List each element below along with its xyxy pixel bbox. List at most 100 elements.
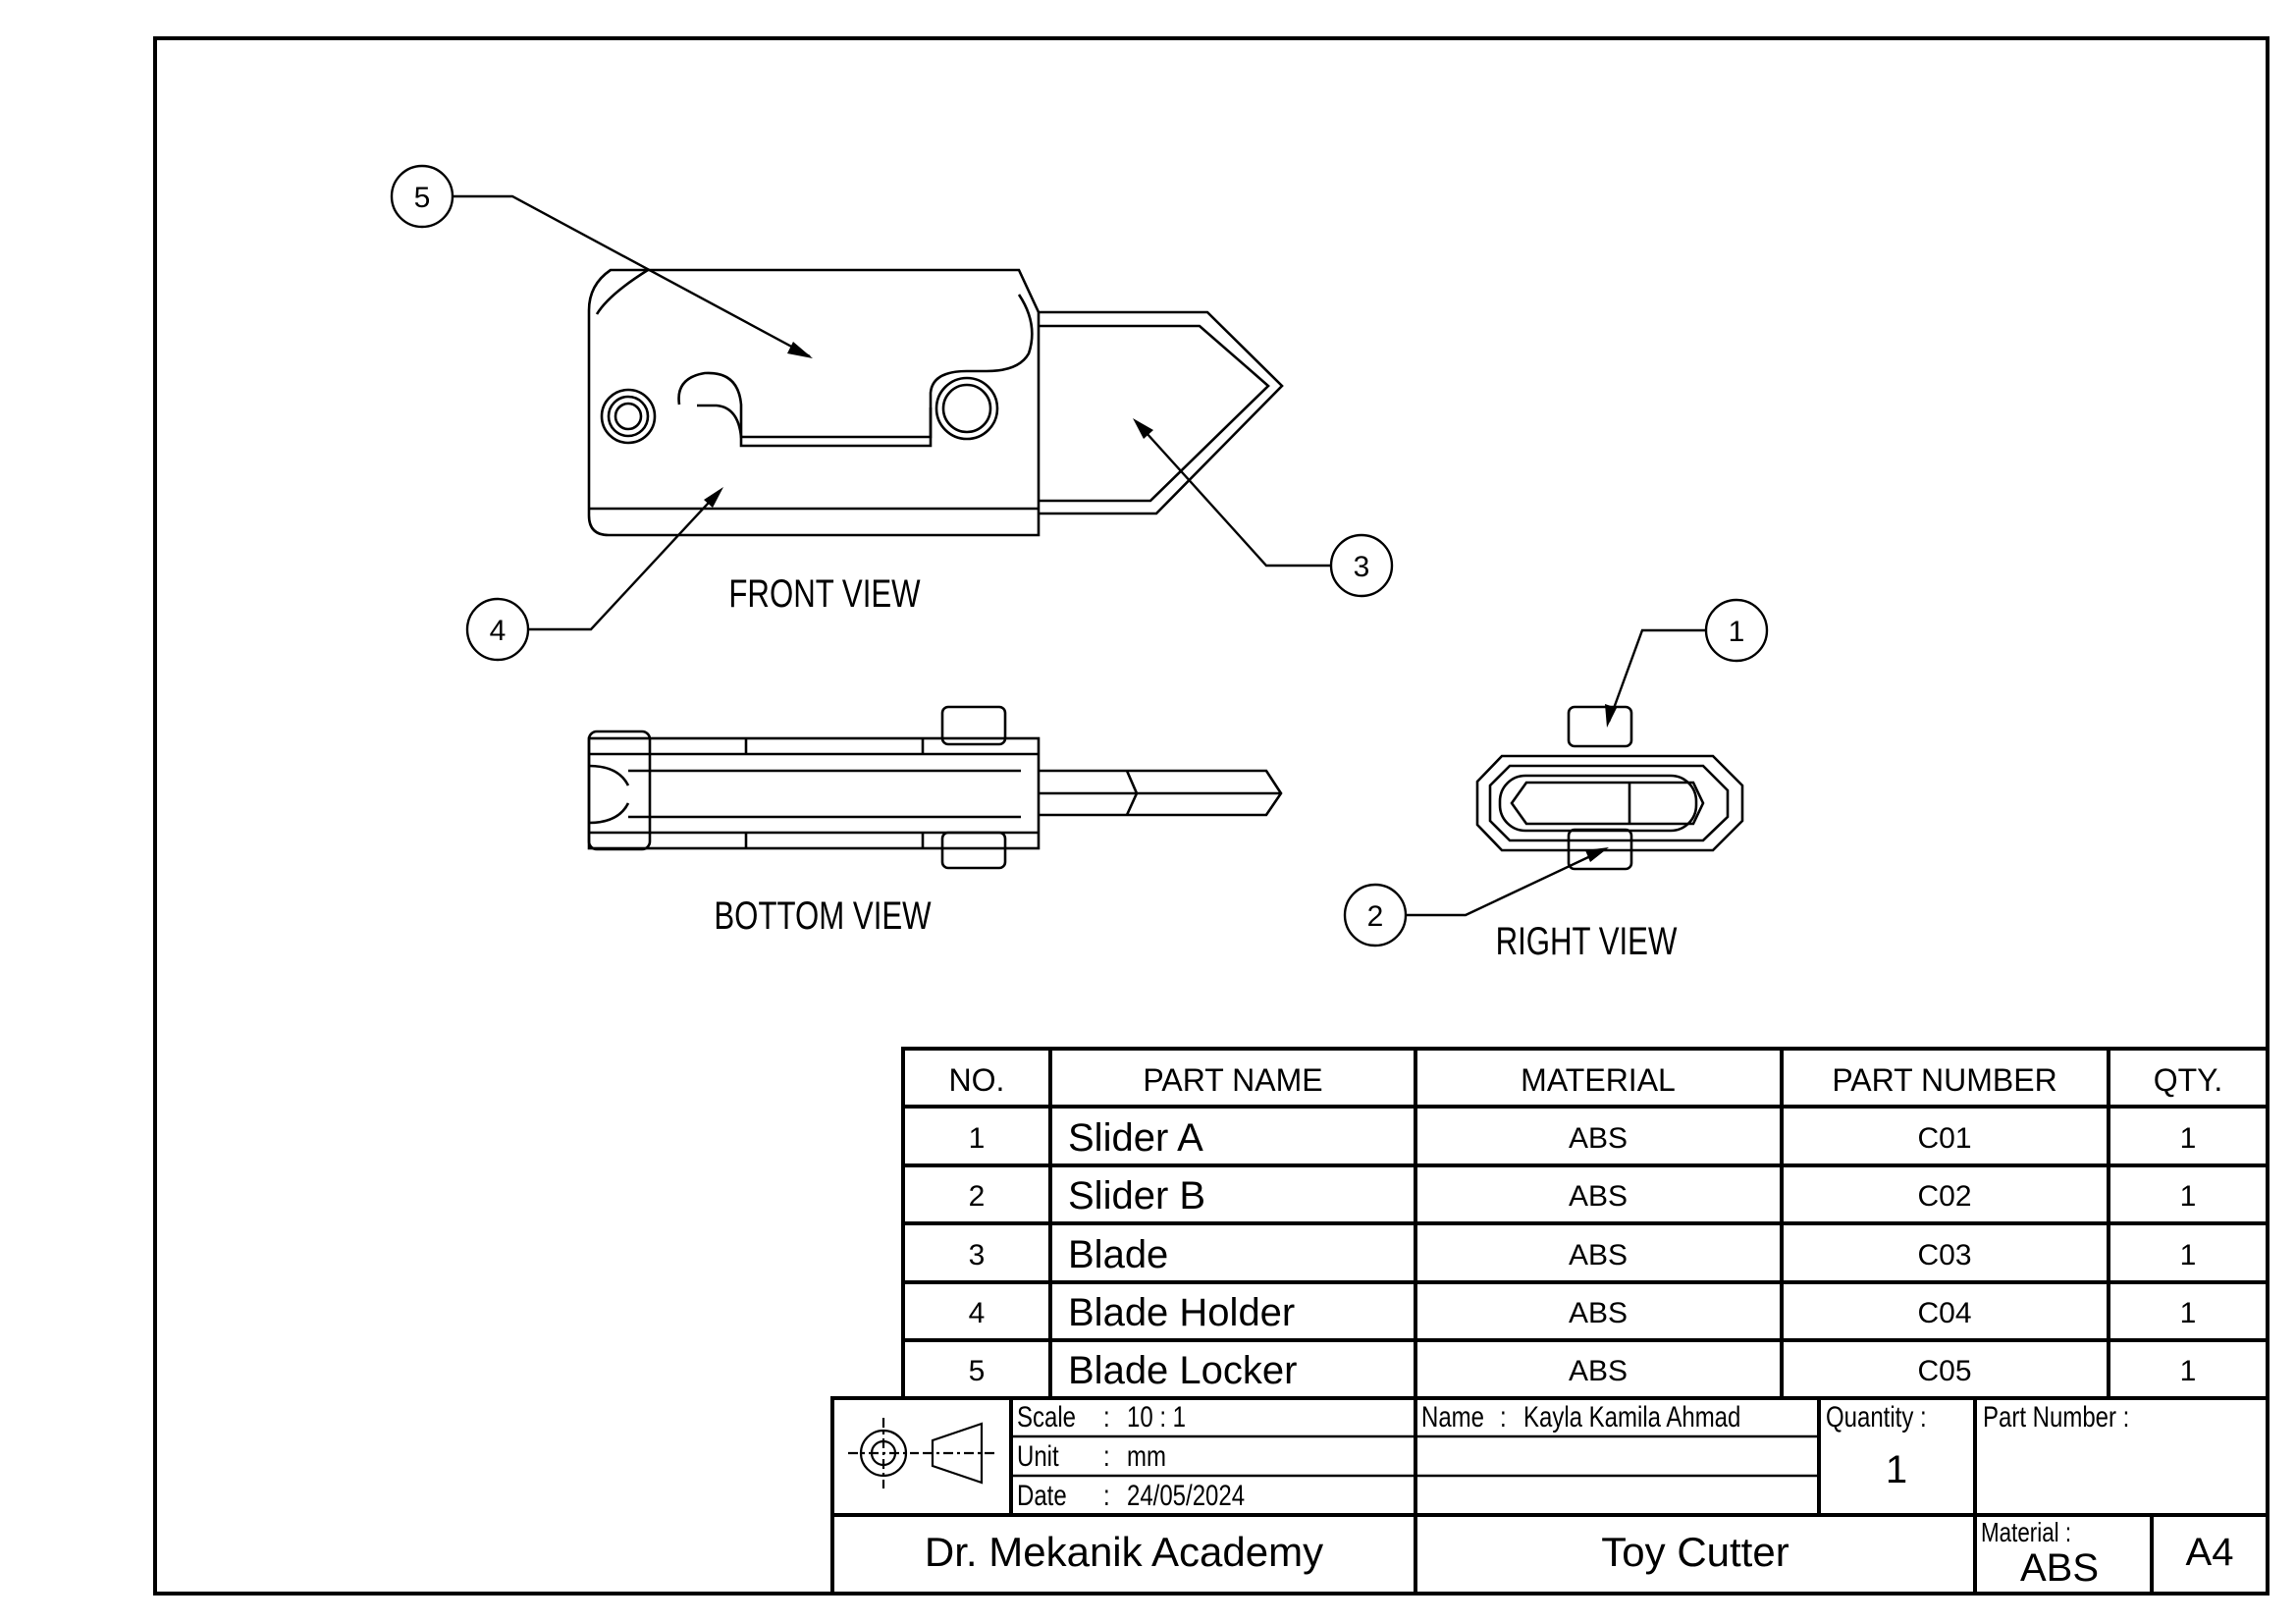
screw-left-inner (614, 402, 643, 431)
tb-date-value: 24/05/2024 (1127, 1478, 1245, 1511)
bottom-left-cap (587, 730, 652, 851)
balloon-4 (465, 597, 530, 662)
tb-part-number-label: Part Number : (1983, 1399, 2129, 1433)
balloon-4-label: 4 (490, 615, 507, 647)
blade-edge (1039, 324, 1270, 503)
bom-cell-material: ABS (1569, 1122, 1628, 1155)
front-view-label: FRONT VIEW (728, 571, 920, 616)
right-view (1475, 705, 1744, 871)
balloon-2 (1343, 883, 1408, 947)
tb-date-label: Date (1017, 1478, 1067, 1511)
arrow-3 (1133, 418, 1153, 439)
bom-header-part-name: PART NAME (1143, 1062, 1322, 1098)
right-view-label: RIGHT VIEW (1496, 919, 1678, 963)
bom-cell-no: 2 (969, 1180, 986, 1213)
screw-left-mid (607, 395, 650, 438)
bom-cell-number: C02 (1917, 1180, 1971, 1213)
balloon-5-label: 5 (414, 182, 431, 214)
bottom-view-label: BOTTOM VIEW (714, 893, 931, 938)
bom-cell-no: 5 (969, 1355, 986, 1387)
tb-unit-label: Unit (1017, 1438, 1059, 1472)
bom-cell-material: ABS (1569, 1180, 1628, 1213)
balloon-3-label: 3 (1354, 551, 1370, 583)
bottom-slider-bottom (940, 831, 1007, 870)
arrow-2 (1585, 847, 1609, 862)
bom-cell-number: C04 (1917, 1297, 1971, 1329)
bom-cell-no: 1 (969, 1122, 986, 1155)
tb-company: Dr. Mekanik Academy (925, 1529, 1323, 1575)
bottom-slider-top (940, 705, 1007, 746)
arrow-5 (787, 342, 813, 358)
bom-cell-qty: 1 (2180, 1355, 2197, 1387)
bom-cell-material: ABS (1569, 1239, 1628, 1271)
bom-cell-number: C03 (1917, 1239, 1971, 1271)
bom-cell-name: Slider B (1068, 1174, 1205, 1217)
leader-4 (528, 490, 721, 631)
leader-1 (1607, 628, 1705, 723)
right-inner-slot (1498, 774, 1698, 833)
tb-name-label: Name (1421, 1399, 1484, 1433)
bom-cell-name: Blade Locker (1068, 1349, 1297, 1392)
bom-header-part-number: PART NUMBER (1832, 1062, 2056, 1098)
tb-material-label: Material : (1981, 1518, 2071, 1548)
tb-name-value: Kayla Kamila Ahmad (1523, 1399, 1740, 1433)
front-view (587, 268, 1284, 537)
bom-cell-name: Blade Holder (1068, 1291, 1295, 1334)
tb-material-value: ABS (2020, 1546, 2099, 1590)
tb-unit-value: mm (1127, 1438, 1166, 1472)
bottom-view (587, 705, 1283, 870)
table-row: 1 Slider A ABS C01 1 (969, 1116, 2197, 1160)
bom-header-qty: QTY. (2154, 1062, 2223, 1098)
bottom-left-curve-bottom (588, 802, 630, 825)
bom-cell-qty: 1 (2180, 1180, 2197, 1213)
bom-table: NO. PART NAME MATERIAL PART NUMBER QTY. … (901, 1047, 2269, 1400)
tb-title: Toy Cutter (1601, 1529, 1789, 1575)
screw-left-outer (600, 388, 657, 445)
tb-sheet-size: A4 (2186, 1531, 2234, 1574)
tb-scale-value: 10 : 1 (1127, 1399, 1186, 1433)
leaders (454, 194, 1705, 917)
bom-cell-name: Slider A (1068, 1116, 1203, 1160)
screw-right-outer (934, 376, 999, 441)
balloon-3 (1329, 533, 1394, 598)
leader-2 (1407, 848, 1604, 917)
arrow-4 (704, 487, 723, 508)
table-row: 2 Slider B ABS C02 1 (969, 1174, 2197, 1217)
tb-quantity-value: 1 (1886, 1448, 1907, 1491)
tb-unit-sep: : (1103, 1438, 1110, 1472)
bottom-left-curve-top (588, 764, 630, 786)
bom-cell-no: 3 (969, 1239, 986, 1271)
table-row: 5 Blade Locker ABS C05 1 (969, 1349, 2197, 1392)
title-block-frame (830, 1396, 2269, 1596)
balloons: 5 3 4 1 2 (390, 164, 1769, 947)
right-mid (1488, 764, 1730, 842)
projection-symbol-icon (848, 1418, 997, 1488)
right-blade (1510, 781, 1705, 826)
bottom-blade-bevel (1125, 770, 1139, 816)
arrow-1 (1605, 704, 1617, 728)
balloon-1 (1704, 598, 1769, 663)
bom-header-no: NO. (949, 1062, 1005, 1098)
tb-quantity-label: Quantity : (1826, 1399, 1927, 1433)
bom-cell-number: C01 (1917, 1122, 1971, 1155)
tb-scale-sep: : (1103, 1399, 1110, 1433)
balloon-2-label: 2 (1367, 900, 1384, 933)
holder-outline (587, 268, 1041, 537)
bom-cell-qty: 1 (2180, 1239, 2197, 1271)
screw-right-inner (941, 383, 992, 434)
right-slider-top (1567, 705, 1633, 748)
locker-outline (697, 294, 1034, 439)
bom-cell-material: ABS (1569, 1355, 1628, 1387)
balloon-1-label: 1 (1729, 616, 1745, 648)
bom-cell-qty: 1 (2180, 1297, 2197, 1329)
tb-name-row: Name : Kayla Kamila Ahmad (1421, 1399, 1740, 1433)
blade-outline (1039, 310, 1284, 515)
leader-5 (454, 194, 811, 358)
tb-scale-row: Scale : 10 : 1 Unit : mm Date : 24/05/20… (1017, 1399, 1245, 1511)
leader-3 (1136, 421, 1330, 568)
holder-top-line (595, 268, 649, 315)
tb-date-sep: : (1103, 1478, 1110, 1511)
tb-scale-label: Scale (1017, 1399, 1076, 1433)
bom-cell-material: ABS (1569, 1297, 1628, 1329)
